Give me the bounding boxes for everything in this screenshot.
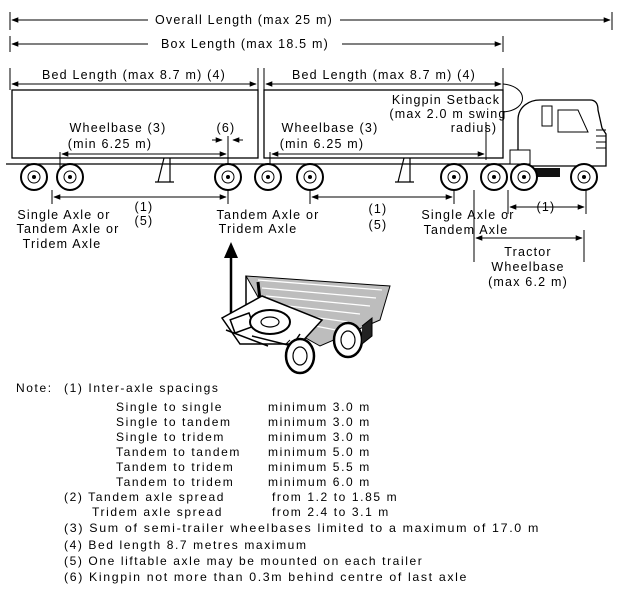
kingpin-swing-arc: [502, 83, 523, 113]
dolly-closeup-illustration: [220, 275, 391, 375]
svg-text:Tandem Axle or: Tandem Axle or: [17, 222, 120, 236]
svg-text:Wheelbase (3): Wheelbase (3): [70, 121, 167, 135]
rear-trailer-box: [263, 89, 504, 159]
svg-text:Tandem Axle or: Tandem Axle or: [217, 208, 320, 222]
notes-heading: Note:: [16, 381, 53, 395]
spacing-marker-2b: (5): [369, 218, 388, 232]
wheelbase-2-dimension: Wheelbase (3) (min 6.25 m): [269, 121, 485, 168]
landing-gear: [155, 157, 414, 183]
box-length-dimension: Box Length (max 18.5 m): [9, 36, 504, 52]
note-3: (3) Sum of semi-trailer wheelbases limit…: [64, 521, 540, 535]
overall-length-dimension: Overall Length (max 25 m): [9, 12, 613, 30]
svg-text:Tractor: Tractor: [504, 245, 552, 259]
inter-axle-spacings-table: Single to single minimum 3.0 m Single to…: [116, 400, 371, 489]
svg-text:Wheelbase (3): Wheelbase (3): [282, 121, 379, 135]
svg-text:Tandem Axle: Tandem Axle: [424, 223, 509, 237]
spacing-marker-1a: (1): [135, 200, 154, 214]
note-6-marker: (6): [217, 121, 236, 135]
svg-text:Tridem Axle: Tridem Axle: [219, 222, 298, 236]
svg-text:(min 6.25 m): (min 6.25 m): [68, 137, 153, 151]
wheels: [20, 163, 598, 191]
note-2-tridem-value: from 2.4 to 3.1 m: [272, 505, 390, 519]
notes-section: Note: (1) Inter-axle spacings Single to …: [16, 381, 540, 584]
bed-length-2-dimension: Bed Length (max 8.7 m) (4): [263, 68, 504, 90]
spacing-value-2: minimum 3.0 m: [268, 415, 371, 429]
spacing-pair-1: Single to single: [116, 400, 223, 414]
axle-spacing-dimensions: [51, 190, 587, 262]
bed-length-2-label: Bed Length (max 8.7 m) (4): [292, 68, 476, 82]
note-2-tandem-value: from 1.2 to 1.85 m: [272, 490, 398, 504]
spacing-pair-5: Tandem to tridem: [116, 460, 234, 474]
kingpin-setback-label: Kingpin Setback (max 2.0 m swing radius): [389, 93, 506, 135]
overall-length-label: Overall Length (max 25 m): [155, 13, 333, 27]
spacing-marker-2a: (1): [369, 202, 388, 216]
svg-text:(min 6.25 m): (min 6.25 m): [280, 137, 365, 151]
tractor: [509, 99, 607, 177]
svg-text:Wheelbase: Wheelbase: [491, 260, 564, 274]
bed-length-1-dimension: Bed Length (max 8.7 m) (4): [9, 68, 259, 90]
spacing-value-6: minimum 6.0 m: [268, 475, 371, 489]
spacing-pair-3: Single to tridem: [116, 430, 225, 444]
spacing-marker-3: (1): [537, 200, 556, 214]
svg-text:Single Axle or: Single Axle or: [17, 208, 110, 222]
bed-length-1-label: Bed Length (max 8.7 m) (4): [42, 68, 226, 82]
middle-axle-group-label: Tandem Axle or Tridem Axle: [217, 208, 320, 236]
svg-text:Kingpin Setback: Kingpin Setback: [392, 93, 500, 107]
svg-text:(max 6.2 m): (max 6.2 m): [488, 275, 568, 289]
svg-text:Single Axle or: Single Axle or: [421, 208, 514, 222]
spacing-value-3: minimum 3.0 m: [268, 430, 371, 444]
tractor-wheelbase-label: Tractor Wheelbase (max 6.2 m): [488, 245, 568, 289]
spacing-pair-4: Tandem to tandem: [116, 445, 241, 459]
closeup-arrow-head: [224, 242, 238, 258]
svg-text:(max 2.0 m swing: (max 2.0 m swing: [389, 107, 506, 121]
note-4: (4) Bed length 8.7 metres maximum: [64, 538, 308, 552]
wheelbase-1-dimension: Wheelbase (3) (min 6.25 m): [59, 121, 227, 168]
lead-trailer-box: [11, 89, 259, 159]
third-axle-group-label: Single Axle or Tandem Axle: [421, 208, 514, 237]
spacing-pair-2: Single to tandem: [116, 415, 232, 429]
svg-text:Tridem Axle: Tridem Axle: [23, 237, 102, 251]
note-5: (5) One liftable axle may be mounted on …: [64, 554, 423, 568]
box-length-label: Box Length (max 18.5 m): [161, 37, 329, 51]
spacing-value-5: minimum 5.5 m: [268, 460, 371, 474]
spacing-value-4: minimum 5.0 m: [268, 445, 371, 459]
note-6: (6) Kingpin not more than 0.3m behind ce…: [64, 570, 468, 584]
spacing-pair-6: Tandem to tridem: [116, 475, 234, 489]
svg-text:radius): radius): [451, 121, 498, 135]
spacing-marker-1b: (5): [135, 214, 154, 228]
fuel-tank: [520, 168, 560, 177]
spacing-value-1: minimum 3.0 m: [268, 400, 371, 414]
note-1-label: (1) Inter-axle spacings: [64, 381, 220, 395]
note-2-tridem-label: Tridem axle spread: [92, 505, 223, 519]
note-2-tandem-label: (2) Tandem axle spread: [64, 490, 225, 504]
first-axle-group-label: Single Axle or Tandem Axle or Tridem Axl…: [17, 208, 120, 251]
